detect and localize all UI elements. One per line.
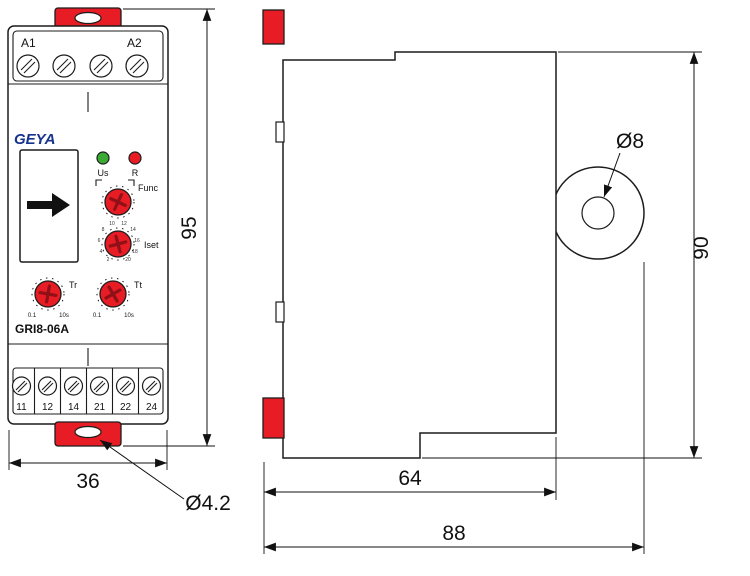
func-label: Func [138,183,159,193]
knob-cross-icon [108,234,128,254]
screw-icon [52,54,76,78]
bottom-terminal-block [12,367,164,415]
iset-scale-value: 10 [109,221,115,227]
terminal-number: 14 [68,402,80,413]
screw-icon [37,376,58,396]
screw-icon [141,376,162,396]
iset-scale-value: 18 [132,249,138,255]
iset-scale-value: 2 [107,257,110,263]
top-tab-hole [74,11,102,25]
window-arrow-icon [27,193,70,217]
knob-cross-icon [109,193,127,211]
iset-knob-ticks [101,227,135,261]
led-r-label: R [132,168,139,178]
tt-scale-max: 10s [124,313,134,319]
tt-knob: Tt 0.1 10s [93,277,142,319]
din-clip-bottom [262,397,285,439]
top-terminal-block [12,30,164,82]
leader-ear-hole [603,152,621,198]
tr-knob: Tr 0.1 10s [28,277,77,319]
tr-scale-min: 0.1 [28,313,37,319]
terminal-number: 12 [42,402,54,413]
func-knob: Func [95,179,159,219]
iset-label: Iset [144,240,159,250]
screw-icon [89,376,110,396]
bottom-terminal-numbers: 11 12 14 21 22 24 [16,402,157,413]
screw-icon [115,376,136,396]
brand-logo: GEYA [14,131,55,148]
model-label: GRI8-06A [15,322,69,336]
rail-hook-lower [275,301,285,323]
iset-scale-value: 12 [121,221,127,227]
side-body-profile [282,51,557,459]
func-bracket-icon [95,179,102,186]
iset-scale-value: 14 [130,227,136,233]
iset-scale-value: 8 [102,227,105,233]
iset-scale-value: 16 [134,238,140,244]
led-r-red [128,151,142,165]
front-view: A1 A2 GEYA Us R [7,7,169,447]
bottom-terminal-dividers [33,368,140,414]
iset-scale-value: 4 [100,249,103,255]
bottom-tab-hole [74,425,102,439]
tr-label: Tr [69,280,77,290]
iset-scale-value: 20 [125,257,131,263]
bottom-terminal-screws [11,376,162,396]
terminal-label-a1: A1 [21,36,36,50]
tr-scale-max: 10s [59,313,69,319]
led-us-label: Us [98,168,109,178]
side-view [262,9,645,459]
screw-icon [125,54,149,78]
terminal-number: 21 [94,402,106,413]
tt-scale-min: 0.1 [93,313,102,319]
dim-tab-hole-diameter: Ø4.2 [185,492,231,515]
tr-knob-ticks [31,277,65,311]
dimension-annotations: 95 36 Ø4.2 Ø8 90 64 88 [8,8,713,554]
terminal-label-a2: A2 [127,36,142,50]
iset-scale-value: 6 [98,238,101,244]
screw-icon [89,54,113,78]
led-us-green [96,151,110,165]
top-terminal-screws [16,54,149,78]
dim-ear-hole-diameter: Ø8 [616,130,644,153]
tt-label: Tt [134,280,142,290]
ear-hole [581,196,615,230]
knob-cross-icon [38,284,58,304]
iset-knob: 2 4 6 8 10 12 14 16 18 20 Iset [98,221,159,263]
dim-depth-body: 64 [398,467,422,490]
dim-front-height: 95 [178,216,201,239]
func-bracket-icon [128,179,135,186]
tt-knob-ticks [96,277,130,311]
screw-icon [63,376,84,396]
dim-side-height: 90 [690,236,713,259]
din-clip-top [262,9,285,45]
leader-tab-hole [99,439,185,500]
terminal-number: 22 [120,402,132,413]
dim-depth-total: 88 [442,522,465,545]
dim-front-width: 36 [76,470,99,493]
knob-cross-icon [104,285,122,303]
terminal-number: 11 [16,402,27,413]
screw-icon [16,54,40,78]
rail-hook-upper [275,121,285,143]
screw-icon [11,376,32,396]
terminal-number: 24 [146,402,158,413]
func-knob-ticks [101,185,135,219]
